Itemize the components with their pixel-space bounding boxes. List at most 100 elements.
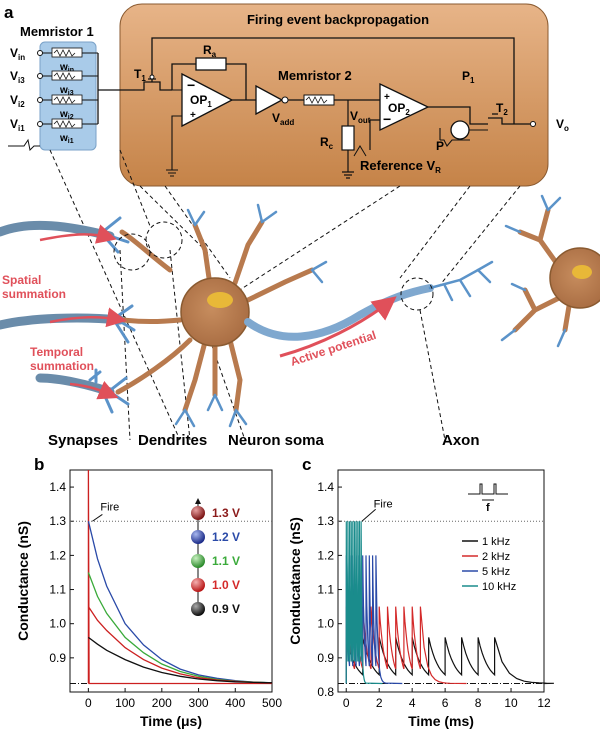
legend-label: 10 kHz — [482, 581, 516, 593]
pulse-inset-label: f — [486, 502, 490, 514]
chart-c-series: Fire — [338, 499, 554, 685]
panel-a: a Firing event backpropagation Memristor… — [0, 3, 600, 449]
fire-annotation: Fire — [100, 501, 119, 513]
y-tick-label: 1.0 — [49, 617, 66, 631]
chart-c-yticks: 0.8 0.9 1.0 1.1 1.2 1.3 1.4 — [317, 480, 342, 699]
x-tick-label: 200 — [152, 696, 172, 710]
x-tick-label: 100 — [115, 696, 135, 710]
y-tick-label: 1.2 — [49, 548, 66, 562]
y-tick-label: 1.2 — [317, 548, 334, 562]
y-tick-label: 1.3 — [49, 514, 66, 528]
t2-wire — [428, 106, 530, 125]
y-tick-label: 1.0 — [317, 617, 334, 631]
op2-minus: − — [383, 111, 391, 127]
x-tick-label: 500 — [262, 696, 282, 710]
axon — [244, 284, 434, 341]
y-tick-label: 1.3 — [317, 514, 334, 528]
x-tick-label: 8 — [475, 696, 482, 710]
x-tick-label: 6 — [442, 696, 449, 710]
legend-label: 1.0 V — [212, 578, 240, 592]
x-tick-label: 10 — [504, 696, 518, 710]
y-tick-label: 1.1 — [49, 583, 66, 597]
pulse-inset-icon — [468, 483, 508, 501]
t2-label: T2 — [496, 101, 508, 117]
svg-text:win: win — [59, 62, 74, 74]
y-tick-label: 0.9 — [317, 651, 334, 665]
vadd-label: Vadd — [272, 111, 294, 127]
soma — [180, 277, 250, 347]
p1-label: P1 — [462, 69, 475, 85]
y-tick-label: 0.9 — [49, 651, 66, 665]
chart-b-ylabel: Conductance (nS) — [15, 521, 31, 641]
y-tick-label: 1.4 — [317, 480, 334, 494]
x-tick-label: 12 — [537, 696, 551, 710]
x-tick-label: 0 — [85, 696, 92, 710]
neuron-illustration — [0, 194, 600, 428]
legend-marker — [191, 602, 205, 616]
svg-text:Vi1: Vi1 — [10, 117, 25, 133]
legend-marker — [191, 530, 205, 544]
chart-b-frame — [69, 469, 273, 693]
backprop-title: Firing event backpropagation — [247, 12, 429, 27]
axon-label: Axon — [442, 432, 480, 449]
nucleus — [207, 292, 233, 308]
memristor1-label: Memristor 1 — [20, 24, 94, 39]
input-vin: Vin win — [10, 46, 98, 74]
rc-label: Rc — [320, 135, 334, 151]
dendrites-label: Dendrites — [138, 432, 207, 449]
fire-annotation: Fire — [374, 499, 393, 511]
x-tick-label: 300 — [189, 696, 209, 710]
ra-feedback — [171, 63, 247, 100]
svg-text:wi3: wi3 — [59, 85, 74, 97]
legend-label: 2 kHz — [482, 551, 510, 563]
legend-arrowhead — [195, 498, 201, 504]
y-tick-label: 1.1 — [317, 583, 334, 597]
vout-label: Vout — [350, 109, 371, 125]
input-bus — [97, 53, 138, 124]
chart-b-legend: 1.3 V1.2 V1.1 V1.0 V0.9 V — [191, 498, 240, 616]
series-line — [87, 572, 273, 684]
series-line — [345, 637, 554, 685]
svg-text:Vi2: Vi2 — [10, 93, 25, 109]
op1-plus: + — [190, 110, 196, 121]
soma-label: Neuron soma — [228, 432, 325, 449]
chart-c-frame — [337, 469, 545, 693]
svg-text:wi2: wi2 — [59, 109, 74, 121]
legend-label: 5 kHz — [482, 566, 510, 578]
p-element — [450, 120, 470, 140]
p-label: P — [436, 139, 444, 153]
panel-a-label: a — [4, 3, 14, 22]
op1-minus: − — [187, 77, 195, 93]
feedback-wire — [151, 37, 515, 124]
op2-amplifier — [379, 82, 430, 132]
legend-label: 1.3 V — [212, 506, 240, 520]
x-tick-label: 0 — [343, 696, 350, 710]
fire-pointer — [361, 508, 376, 522]
panel-c-label: c — [302, 455, 311, 474]
vr-wire — [369, 119, 380, 150]
op1-label: OP1 — [190, 93, 212, 109]
op1-amplifier — [181, 72, 234, 128]
rc-wire — [342, 100, 354, 179]
memristor2-element — [303, 94, 335, 106]
vo-label: Vo — [556, 117, 569, 133]
reference-label: Reference VR — [360, 158, 441, 175]
svg-text:wi1: wi1 — [59, 133, 74, 145]
input-vi1: Vi1 wi1 — [10, 117, 98, 145]
legend-label: 1.2 V — [212, 530, 240, 544]
series-line — [87, 469, 272, 685]
y-tick-label: 0.8 — [317, 685, 334, 699]
chart-c-ylabel: Conducatance (nS) — [287, 517, 303, 645]
chart-c-xlabel: Time (ms) — [408, 713, 474, 729]
legend-marker — [191, 578, 205, 592]
y-tick-label: 1.4 — [49, 480, 66, 494]
panel-b-label: b — [34, 455, 44, 474]
inverter — [255, 84, 284, 116]
rc-resistor — [341, 125, 355, 151]
